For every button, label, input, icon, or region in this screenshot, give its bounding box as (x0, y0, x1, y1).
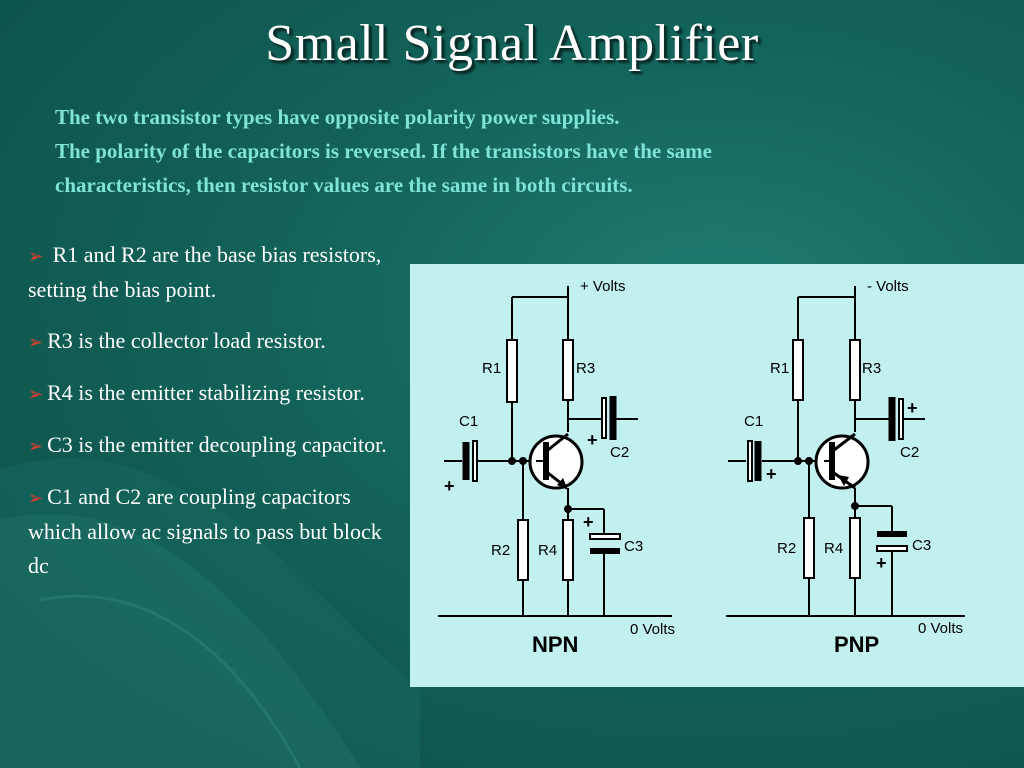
pnp-r4-resistor (849, 517, 861, 579)
bullet-text: R4 is the emitter stabilizing resistor. (47, 380, 365, 405)
npn-c3-label: C3 (624, 538, 643, 555)
pnp-r3-label: R3 (862, 360, 881, 377)
pnp-r2-resistor (803, 517, 815, 579)
npn-r3-resistor (562, 339, 574, 401)
bullet-text: R3 is the collector load resistor. (47, 328, 326, 353)
npn-c1-capacitor (472, 440, 478, 482)
bullet-list: ➢ R1 and R2 are the base bias resistors,… (28, 238, 398, 600)
circuit-diagram-panel: + Volts R1 R3 C1 + + C2 R2 R4 + C3 0 Vol… (410, 264, 1024, 687)
circuit-diagram: + Volts R1 R3 C1 + + C2 R2 R4 + C3 0 Vol… (438, 278, 965, 657)
pnp-circuit (726, 286, 965, 617)
npn-c1-plus: + (444, 476, 455, 496)
pnp-r2-label: R2 (777, 540, 796, 557)
pnp-r1-resistor (792, 339, 804, 401)
pnp-c3-plus: + (876, 553, 887, 573)
npn-type-label: NPN (532, 632, 578, 657)
arrow-bullet-icon: ➢ (28, 436, 44, 456)
bullet-text: C3 is the emitter decoupling capacitor. (47, 432, 387, 457)
pnp-c1-capacitor (747, 440, 753, 482)
bullet-text: C1 and C2 are coupling capacitors which … (28, 484, 382, 578)
npn-c3-capacitor (589, 533, 621, 540)
bullet-item: ➢R4 is the emitter stabilizing resistor. (28, 376, 398, 411)
npn-r3-label: R3 (576, 360, 595, 377)
npn-r4-resistor (562, 519, 574, 581)
npn-c2-capacitor (601, 397, 607, 439)
arrow-bullet-icon: ➢ (28, 384, 44, 404)
npn-r2-label: R2 (491, 542, 510, 559)
pnp-type-label: PNP (834, 632, 879, 657)
npn-c2-label: C2 (610, 444, 629, 461)
arrow-bullet-icon: ➢ (28, 246, 44, 266)
npn-r4-label: R4 (538, 542, 557, 559)
pnp-c3-label: C3 (912, 537, 931, 554)
npn-r1-label: R1 (482, 360, 501, 377)
pnp-labels: - Volts R1 R3 C1 + + C2 R2 R4 + C3 0 Vol… (744, 278, 963, 657)
intro-line: The polarity of the capacitors is revers… (55, 139, 712, 163)
bullet-item: ➢C3 is the emitter decoupling capacitor. (28, 428, 398, 463)
pnp-c3-capacitor (876, 545, 908, 552)
pnp-c2-capacitor (898, 398, 904, 440)
npn-circuit (438, 286, 672, 617)
intro-line: characteristics, then resistor values ar… (55, 173, 633, 197)
pnp-supply-label: - Volts (867, 278, 909, 295)
bullet-item: ➢C1 and C2 are coupling capacitors which… (28, 480, 398, 583)
pnp-c1-plus: + (766, 464, 777, 484)
npn-supply-label: + Volts (580, 278, 625, 295)
pnp-c1-label: C1 (744, 413, 763, 430)
intro-line: The two transistor types have opposite p… (55, 105, 620, 129)
pnp-c2-label: C2 (900, 444, 919, 461)
npn-ground-label: 0 Volts (630, 621, 675, 638)
npn-labels: + Volts R1 R3 C1 + + C2 R2 R4 + C3 0 Vol… (444, 278, 675, 657)
npn-c2-plus: + (587, 430, 598, 450)
arrow-bullet-icon: ➢ (28, 488, 44, 508)
npn-c1-label: C1 (459, 413, 478, 430)
bullet-item: ➢ R1 and R2 are the base bias resistors,… (28, 238, 398, 307)
pnp-r3-resistor (849, 339, 861, 401)
pnp-r1-label: R1 (770, 360, 789, 377)
pnp-r4-label: R4 (824, 540, 843, 557)
slide-title: Small Signal Amplifier (265, 15, 759, 72)
arrow-bullet-icon: ➢ (28, 332, 44, 352)
bullet-item: ➢R3 is the collector load resistor. (28, 324, 398, 359)
intro-text: The two transistor types have opposite p… (55, 100, 975, 202)
pnp-ground-label: 0 Volts (918, 620, 963, 637)
npn-r1-resistor (506, 339, 518, 403)
pnp-c2-plus: + (907, 398, 918, 418)
npn-c3-plus: + (583, 512, 594, 532)
npn-r2-resistor (517, 519, 529, 581)
bullet-text: R1 and R2 are the base bias resistors, s… (28, 242, 382, 302)
